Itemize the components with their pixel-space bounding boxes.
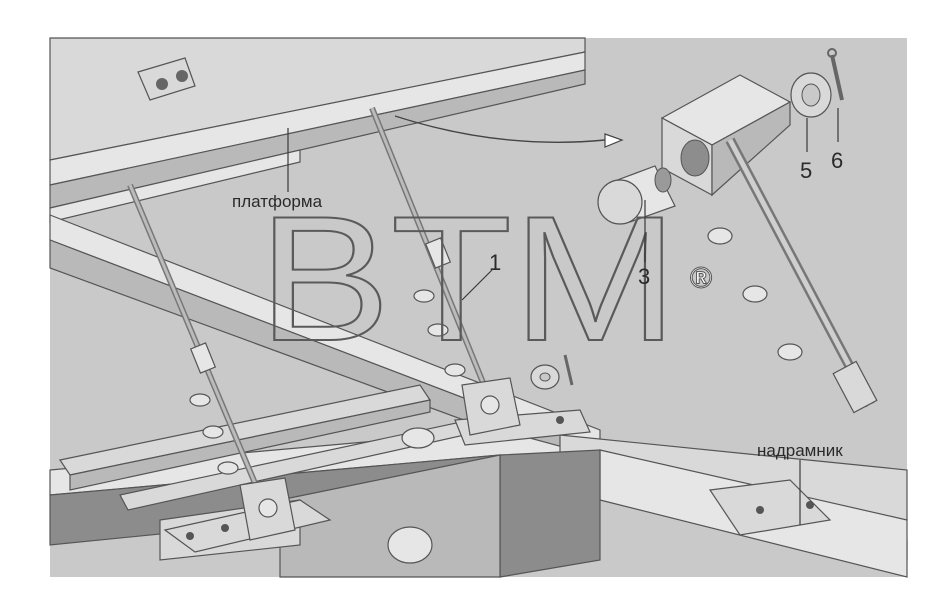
platform-body bbox=[49, 37, 586, 223]
arrow-head bbox=[604, 133, 624, 148]
callout-3: 3 bbox=[638, 264, 650, 289]
label-platform: платформа bbox=[232, 192, 323, 211]
left-support-strut bbox=[127, 183, 296, 541]
leader-1 bbox=[461, 269, 493, 301]
middle-support-strut bbox=[369, 106, 521, 436]
watermark-text: BTM bbox=[258, 179, 678, 378]
exploded-support-strut bbox=[707, 137, 878, 414]
small-washer bbox=[530, 364, 560, 390]
callout-5: 5 bbox=[800, 158, 812, 183]
pin-part-3 bbox=[597, 165, 676, 225]
registered-mark: ® bbox=[690, 262, 712, 295]
callout-1: 1 bbox=[489, 250, 501, 275]
small-cotter-pin bbox=[563, 354, 574, 386]
label-subframe: надрамник bbox=[757, 441, 843, 460]
strut-top-bracket bbox=[660, 74, 792, 197]
movement-arrow bbox=[394, 115, 606, 143]
callout-6: 6 bbox=[831, 148, 843, 173]
cotter-pin-part-6 bbox=[827, 48, 844, 101]
washer-part-5 bbox=[790, 72, 832, 118]
